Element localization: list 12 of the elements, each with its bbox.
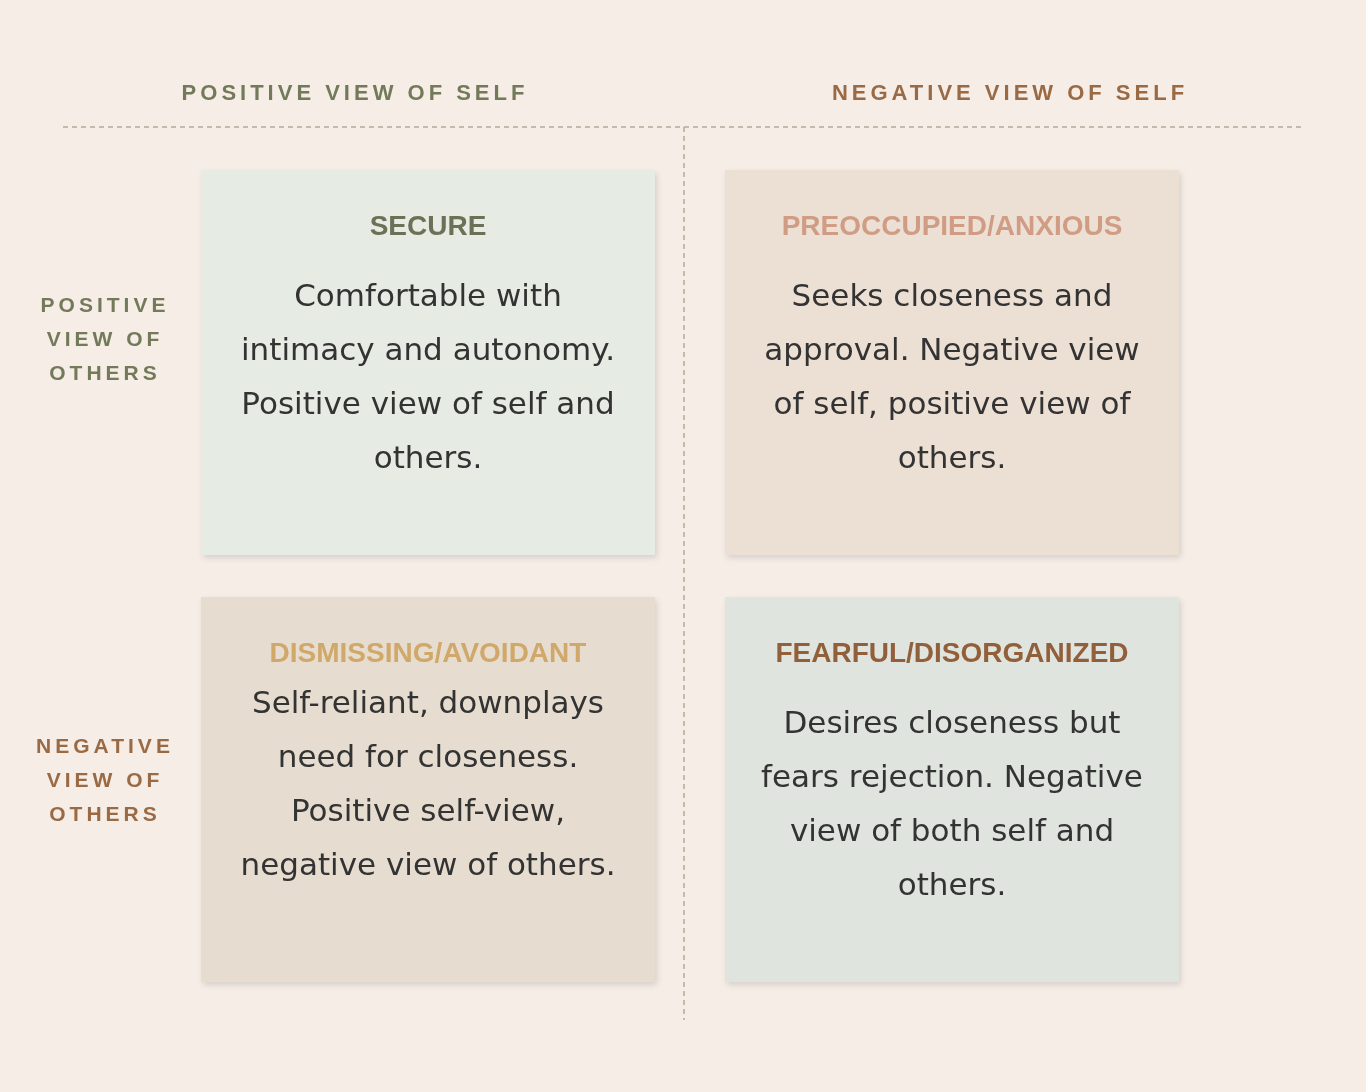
- card-heading: SECURE: [368, 210, 488, 242]
- card-heading: PREOCCUPIED/ANXIOUS: [780, 210, 1124, 242]
- card-description: Desires closeness but fears rejection. Negative view of both self and others.: [760, 703, 1144, 904]
- card-description: Self-reliant, downplays need for closeness. Positive self-view, negative view of others.: [239, 683, 617, 884]
- column-heading: NEGATIVE VIEW OF SELF: [830, 79, 1190, 107]
- row-heading: NEGATIVE VIEW OF OTHERS: [35, 733, 175, 827]
- row-heading: POSITIVE VIEW OF OTHERS: [39, 292, 171, 386]
- card-description: Comfortable with intimacy and autonomy. Positive view of self and others.: [240, 276, 616, 477]
- card-heading: DISMISSING/AVOIDANT: [268, 637, 588, 669]
- card-heading: FEARFUL/DISORGANIZED: [774, 637, 1130, 669]
- card-description: Seeks closeness and approval. Negative view of self, positive view of others.: [763, 276, 1141, 477]
- column-heading: POSITIVE VIEW OF SELF: [180, 79, 530, 107]
